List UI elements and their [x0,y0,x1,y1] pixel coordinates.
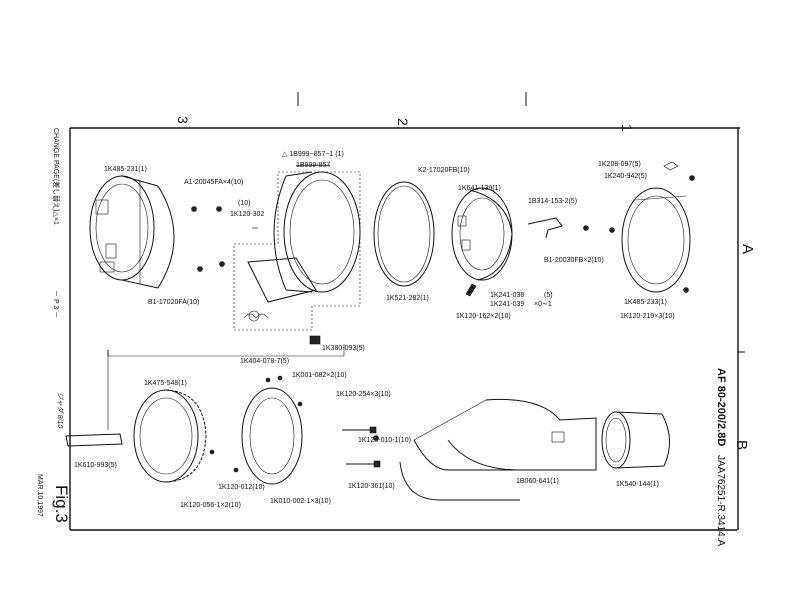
callout-1k240-942: 1K240-942(5) [604,173,647,180]
subassembly-1b999-857 [233,171,361,345]
document-id: JAA76251-R.3414.A [715,455,726,547]
callout-1k641-139: 1K641-139(1) [458,185,501,192]
zone-number-3: 3 [175,116,191,124]
ring-1k485-233 [609,161,695,293]
zone-number-1: 1 [619,124,635,132]
callout-1k120-302: 1K120-302 [230,211,264,218]
barrel-1b060-641 [399,398,597,501]
page-number: － P 3 － [52,290,59,318]
callout-1k485-231: 1K485-231(1) [104,166,147,173]
callout-1k521-282: 1K521-282(1) [386,295,429,302]
screws-1k120-254 [342,426,381,468]
callout-1k120-012: 1K120-012(10) [218,484,265,491]
mount-1k404-078 [233,375,303,485]
callout-1k120-219: 1K120-219×3(10) [620,313,675,320]
hood-1k540-144 [601,411,670,469]
callout-1k475-548: 1K475-548(1) [144,380,187,387]
callout-1k241-038: 1K241-038 [490,292,524,299]
callout-1k120-010-1: 1K120-010-1(10) [358,437,411,444]
ring-1k521-282 [373,181,435,287]
callout-1b314-153-2: 1B314-153-2(5) [528,198,577,205]
date-stamp: MAR.10,1997 [36,474,43,517]
callout-1k540-144: 1K540-144(1) [616,481,659,488]
callout-1k001-082: 1K001-082×2(10) [292,372,347,379]
callout-1k120-254: 1K120-254×3(10) [336,391,391,398]
callout-1k120-162: 1K120-162×2(10) [456,313,511,320]
cam-ring-1k641-139 [451,187,513,297]
callout-1k404-078-7: 1K404-078-7(5) [240,358,289,365]
sheet-frame [69,92,745,531]
zone-letter-a: A [739,244,756,254]
callout-1k241-039: 1K241-039 [490,301,524,308]
figure-label: Fig.3 [52,485,71,523]
callout-1k120-361: 1K120-361(10) [348,483,395,490]
ring-1k475-548 [133,389,215,483]
callout-k2-17020fb: K2-17020FB(10) [418,167,470,174]
barrel-1k485-231 [89,175,175,289]
callout-1k380-093: 1K380-093(5) [322,345,365,352]
callout-1b999-857-1: △ 1B999−857−1 (1) [282,151,344,158]
callout-qty-10: (10) [238,200,250,207]
callout-1b060-641: 1B060-641(1) [516,478,559,485]
handwritten-note: ジャダ 8/10 [56,392,64,428]
callout-1k010-002-1: 1K010-002-1×3(10) [270,498,331,505]
callout-a1-20045fa: A1-20045FA×4(10) [184,179,243,186]
callout-1k485-233: 1K485-233(1) [624,299,667,306]
tab-1k610-993 [65,433,123,447]
callout-b1-17020fa: B1-17020FA(10) [148,299,199,306]
lever-1b314-153 [527,217,589,239]
callout-1b999-857: 1B999-857 [296,162,330,169]
callout-1k610-993: 1K610-993(5) [74,462,117,469]
zone-number-2: 2 [395,118,411,126]
change-page-note: CHANGE PAGE(差し替え)△×1 [52,128,61,225]
callout-1k120-056-1: 1K120-056-1×2(10) [180,502,241,509]
callout-qty-5: (5) [544,292,553,299]
document-code: AF 80-200/2.8D [715,368,727,446]
callout-b1-20030fb: B1-20030FB×2(10) [544,257,604,264]
zone-letter-b: B [733,440,750,450]
callout-1k208-097: 1K208-097(5) [598,161,641,168]
callout-x0-1: ×0∼1 [534,301,552,308]
